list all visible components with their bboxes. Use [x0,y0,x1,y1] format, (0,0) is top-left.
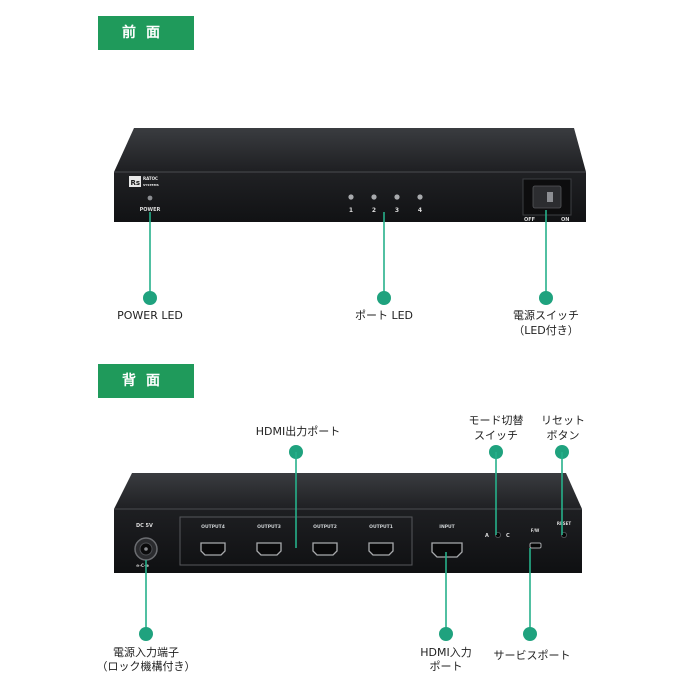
svg-text:RESET: RESET [557,521,571,526]
hdmi-output-3[interactable]: OUTPUT3 [256,524,282,556]
svg-text:Rs: Rs [131,179,141,187]
svg-text:OUTPUT3: OUTPUT3 [257,524,281,530]
hdmi-input-port[interactable]: INPUT [431,524,463,558]
svg-text:OUTPUT2: OUTPUT2 [313,524,337,530]
port-led-1 [348,194,354,200]
back-device-illustration: DC 5V ⊖-C-⊕ OUTPUT4 OUTPUT3 OUTPUT2 OUTP… [108,473,588,575]
callout-dot-power-switch [539,291,553,305]
reset-button-label-line2: ボタン [546,429,580,442]
power-led-label: POWER LED [117,309,183,322]
callout-dot-hdmi-output [289,445,303,459]
callout-dot-service-port [523,627,537,641]
power-switch-label-line2: （LED付き） [513,324,579,337]
svg-text:OUTPUT1: OUTPUT1 [369,524,393,530]
svg-text:DC 5V: DC 5V [136,523,153,529]
dc-power-jack[interactable]: DC 5V ⊖-C-⊕ [134,523,158,568]
hdmi-output-1[interactable]: OUTPUT1 [368,524,394,556]
port-led-2 [371,194,377,200]
mode-switch-label-line2: スイッチ [474,429,518,442]
hdmi-input-label-line1: HDMI入力 [420,646,472,659]
front-section-tag: 前面 [98,16,194,50]
svg-text:OUTPUT4: OUTPUT4 [201,524,225,530]
svg-text:2: 2 [372,207,376,214]
service-port[interactable]: F/W [529,528,542,549]
back-device-top [114,473,582,509]
svg-text:4: 4 [418,207,422,214]
power-led [147,195,153,201]
svg-text:1: 1 [349,207,353,214]
power-input-label-line1: 電源入力端子 [113,646,179,659]
svg-text:INPUT: INPUT [439,524,455,530]
hdmi-input-label-line2: ポート [429,660,463,673]
svg-text:SYSTEMS: SYSTEMS [143,183,159,187]
port-led-3 [394,194,400,200]
hdmi-output-label: HDMI出力ポート [255,425,341,438]
port-led-label: ポート LED [354,309,414,322]
brand-logo: Rs RATOC SYSTEMS [129,176,159,187]
svg-text:F/W: F/W [531,528,540,533]
power-input-label-line2: （ロック機構付き） [96,660,196,673]
callout-dot-power-led [143,291,157,305]
front-device-top [114,128,586,172]
back-device-face [114,509,582,573]
callout-dot-mode-switch [489,445,503,459]
power-switch-label-line1: 電源スイッチ [513,309,579,322]
port-led-group: 1 2 3 4 [348,194,423,214]
callout-dot-port-led [377,291,391,305]
back-section-tag: 背面 [98,364,194,398]
power-led-text: POWER [140,207,161,213]
mode-switch-label-line1: モード切替 [468,414,524,427]
front-device-illustration: Rs RATOC SYSTEMS POWER 1 2 3 4 OFF ON [112,128,588,224]
svg-text:OFF: OFF [524,217,535,223]
service-port-label: サービスポート [493,649,571,662]
power-switch[interactable]: OFF ON [522,178,572,223]
reset-button-label-line1: リセット [541,414,585,427]
port-led-4 [417,194,423,200]
svg-text:A: A [485,533,489,539]
svg-text:C: C [506,533,510,539]
hdmi-output-2[interactable]: OUTPUT2 [312,524,338,556]
hdmi-output-4[interactable]: OUTPUT4 [200,524,226,556]
svg-text:⊖-C-⊕: ⊖-C-⊕ [136,563,149,568]
callout-dot-hdmi-input [439,627,453,641]
callout-dot-reset [555,445,569,459]
svg-text:RATOC: RATOC [143,176,158,181]
svg-text:ON: ON [561,217,569,223]
callout-dot-power-input [139,627,153,641]
svg-text:3: 3 [395,207,399,214]
